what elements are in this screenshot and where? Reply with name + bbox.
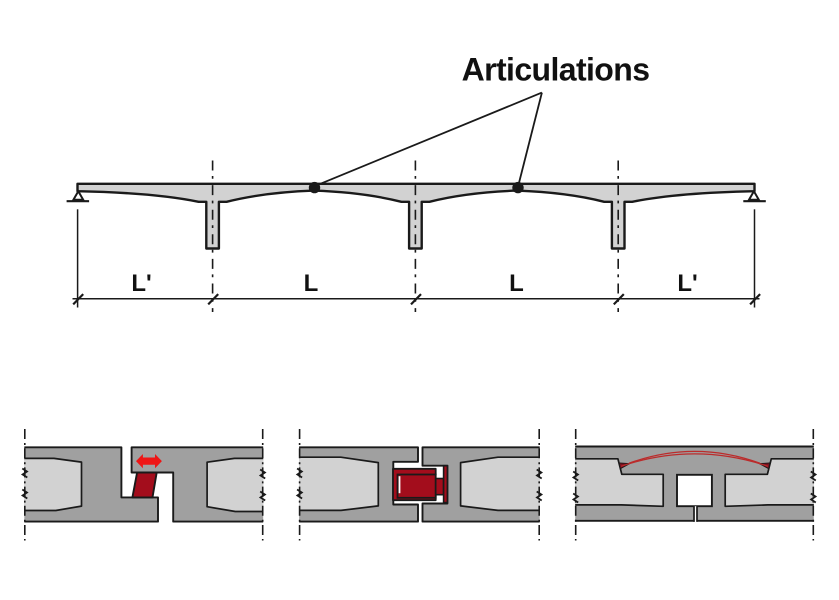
svg-text:Articulations: Articulations — [462, 52, 650, 88]
svg-text:L: L — [304, 270, 319, 297]
svg-text:L': L' — [131, 270, 151, 297]
svg-text:L: L — [509, 270, 524, 297]
svg-text:L': L' — [677, 270, 697, 297]
